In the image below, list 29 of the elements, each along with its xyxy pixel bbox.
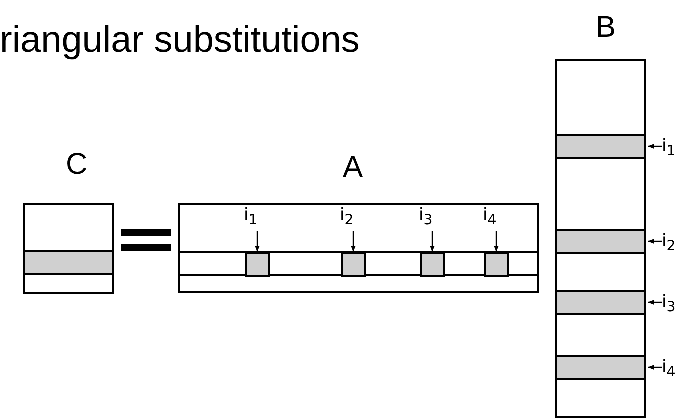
title: riangular substitutions bbox=[0, 18, 360, 62]
leader-arrow bbox=[494, 231, 499, 252]
index-label: i$_{3}$ bbox=[662, 292, 676, 318]
index-label: i$_{1}$ bbox=[662, 136, 676, 162]
index-label: i$_{3}$ bbox=[419, 205, 433, 230]
index-label: i$_{2}$ bbox=[340, 205, 354, 230]
matrix-label: C bbox=[66, 150, 88, 180]
matrix-label: B bbox=[596, 13, 616, 43]
index-label: i$_{2}$ bbox=[662, 231, 676, 256]
index-label: i$_{4}$ bbox=[662, 357, 676, 382]
shaded-entry bbox=[484, 252, 509, 277]
shaded-row bbox=[557, 229, 644, 254]
leader-arrow bbox=[430, 231, 435, 252]
leader-arrow bbox=[648, 144, 662, 149]
shaded-row bbox=[557, 355, 644, 380]
leader-arrow bbox=[648, 239, 662, 244]
matrix-label: A bbox=[343, 153, 364, 183]
shaded-row bbox=[25, 250, 112, 275]
shaded-row bbox=[557, 290, 644, 315]
leader-arrow bbox=[648, 365, 662, 370]
leader-arrow bbox=[351, 231, 356, 252]
index-label: i$_{4}$ bbox=[483, 205, 497, 230]
shaded-entry bbox=[341, 252, 366, 277]
leader-arrow bbox=[648, 300, 662, 305]
shaded-row bbox=[557, 134, 644, 159]
shaded-entry bbox=[420, 252, 445, 277]
leader-arrow bbox=[255, 231, 260, 252]
index-label: i$_{1}$ bbox=[244, 205, 258, 230]
shaded-entry bbox=[245, 252, 270, 277]
